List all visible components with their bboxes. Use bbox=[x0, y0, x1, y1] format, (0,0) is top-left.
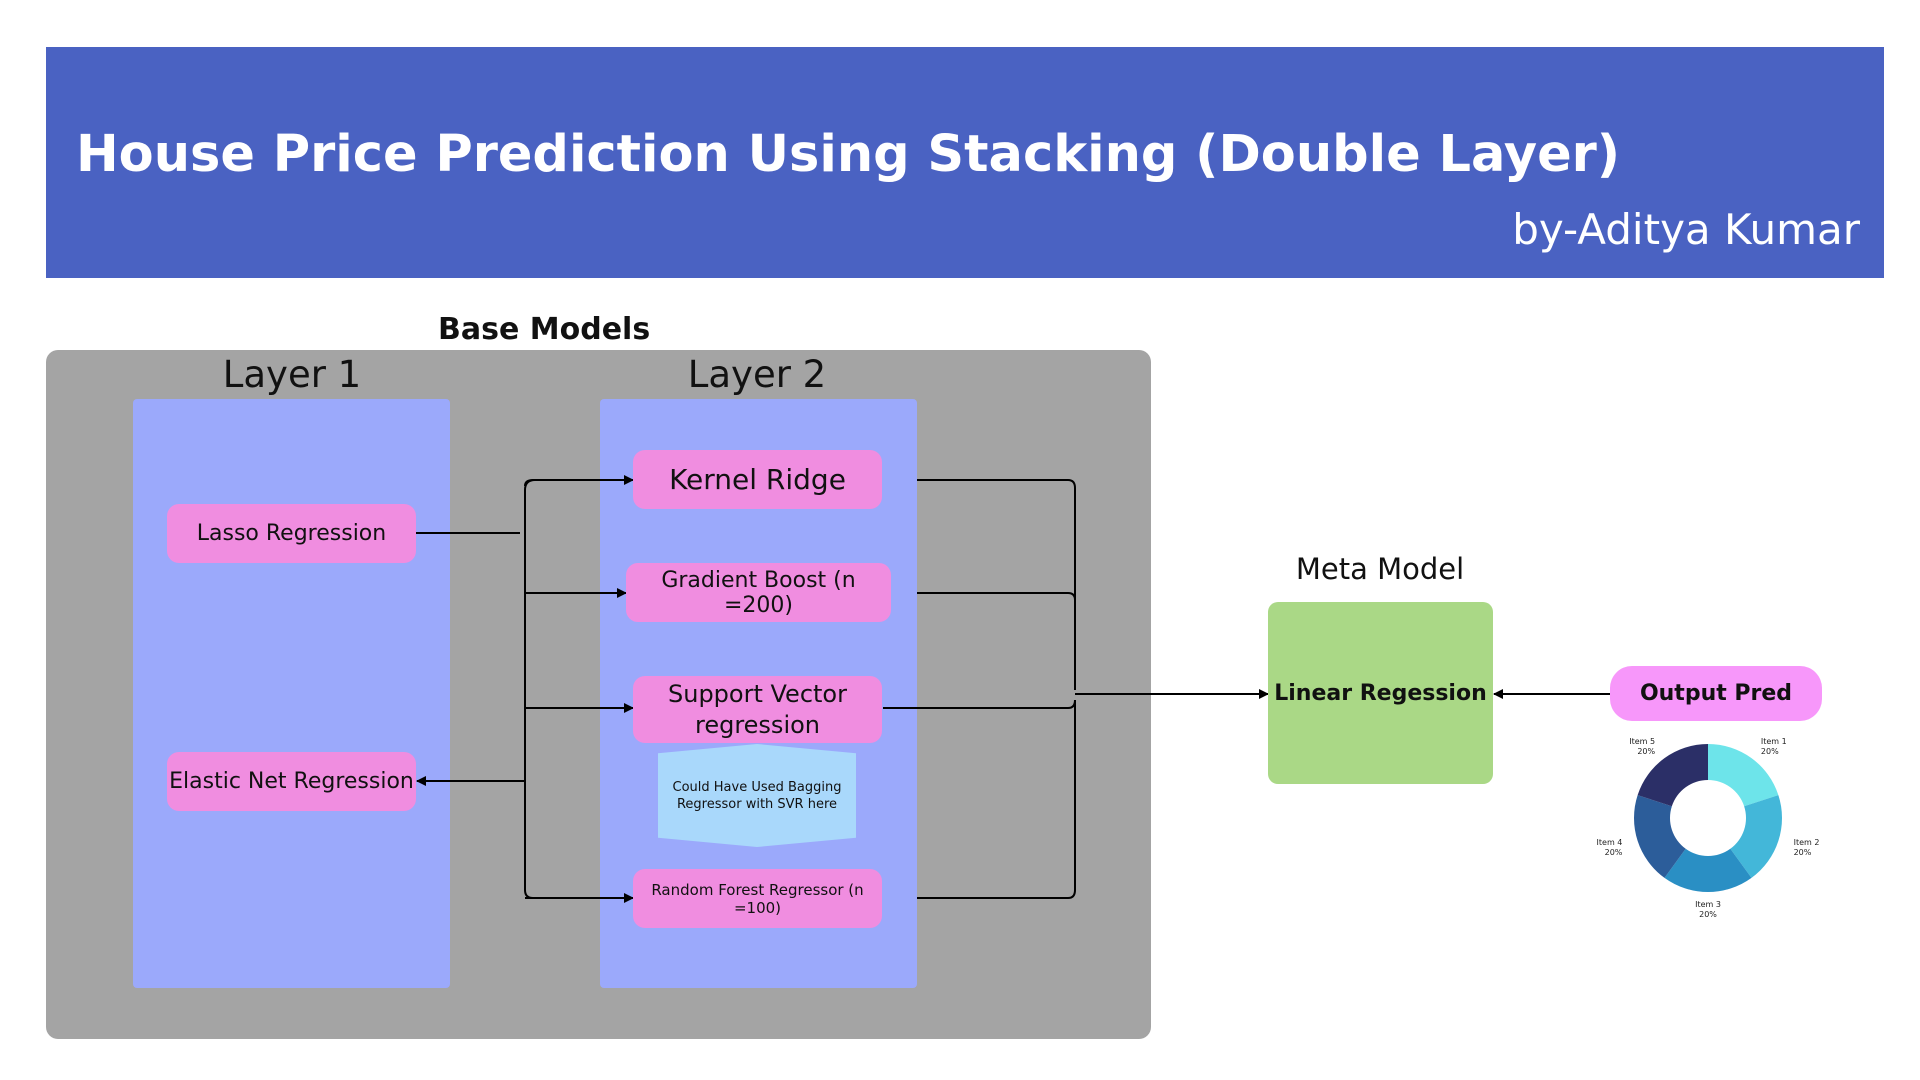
donut-slice-3 bbox=[1664, 848, 1752, 892]
donut-slice-4 bbox=[1634, 795, 1686, 878]
layer1-title: Layer 1 bbox=[222, 353, 362, 396]
bagging-note-line1: Could Have Used Bagging bbox=[672, 779, 842, 795]
random-forest-box: Random Forest Regressor (n =100) bbox=[633, 869, 882, 928]
gradient-boost-box: Gradient Boost (n =200) bbox=[626, 563, 891, 622]
elastic-net-regression-box: Elastic Net Regression bbox=[167, 752, 416, 811]
donut-label-1: Item 1 bbox=[1761, 737, 1787, 746]
donut-slice-5 bbox=[1637, 744, 1708, 807]
donut-label-4: Item 4 bbox=[1597, 838, 1623, 847]
bagging-note: Could Have Used Bagging Regressor with S… bbox=[658, 744, 856, 847]
author-credit: by-Aditya Kumar bbox=[1512, 205, 1860, 254]
output-donut-chart: Item 120%Item 220%Item 320%Item 420%Item… bbox=[1597, 737, 1820, 919]
donut-label-5: Item 5 bbox=[1629, 737, 1655, 746]
donut-pct-4: 20% bbox=[1605, 848, 1623, 857]
arrow-kernel-out bbox=[917, 479, 1076, 690]
svr-label-line1: Support Vector bbox=[668, 679, 847, 708]
donut-pct-1: 20% bbox=[1761, 747, 1779, 756]
arrow-to-kernel bbox=[524, 475, 634, 487]
donut-pct-2: 20% bbox=[1794, 848, 1812, 857]
title-banner bbox=[46, 47, 1884, 278]
arrow-rf-out bbox=[917, 700, 1076, 899]
meta-model-label: Meta Model bbox=[1295, 552, 1465, 586]
output-pred-pill: Output Pred bbox=[1610, 666, 1822, 721]
svr-label-line2: regression bbox=[694, 710, 820, 739]
donut-pct-3: 20% bbox=[1699, 910, 1717, 919]
bagging-note-line2: Regressor with SVR here bbox=[676, 796, 838, 812]
arrow-bus bbox=[524, 479, 536, 899]
linear-regression-box: Linear Regession bbox=[1268, 602, 1493, 784]
lasso-regression-box: Lasso Regression bbox=[167, 504, 416, 563]
donut-pct-5: 20% bbox=[1637, 747, 1655, 756]
donut-slice-1 bbox=[1708, 744, 1779, 807]
base-models-label: Base Models bbox=[438, 312, 651, 347]
diagram-title: House Price Prediction Using Stacking (D… bbox=[76, 125, 1621, 184]
layer1-column bbox=[133, 399, 450, 988]
layer2-title: Layer 2 bbox=[687, 353, 827, 396]
arrow-gboost-out bbox=[917, 592, 1076, 601]
arrow-svr-out bbox=[883, 699, 1076, 709]
donut-label-3: Item 3 bbox=[1695, 900, 1721, 909]
donut-slice-2 bbox=[1730, 795, 1782, 878]
kernel-ridge-box: Kernel Ridge bbox=[633, 450, 882, 509]
donut-label-2: Item 2 bbox=[1794, 838, 1820, 847]
support-vector-regression-box: Support Vector regression bbox=[633, 676, 882, 743]
